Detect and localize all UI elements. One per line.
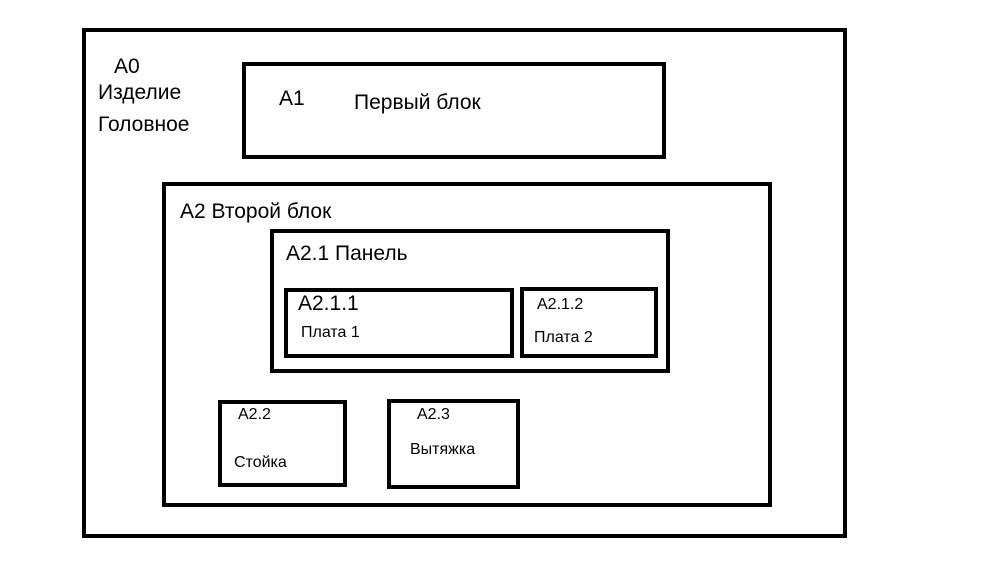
block-a2-1-1-code: А2.1.1 — [298, 292, 359, 315]
block-a0-name-line1: Изделие — [98, 81, 182, 104]
block-a2-1-2-board — [520, 287, 658, 358]
block-a2-3-name: Вытяжка — [410, 441, 476, 458]
block-a2-1-1-board — [284, 288, 514, 358]
block-a2-2-code: А2.2 — [238, 406, 271, 423]
block-a2-1-2-name: Плата 2 — [534, 329, 593, 346]
block-a0-code: A0 — [114, 55, 140, 78]
block-a2-1-2-code: А2.1.2 — [537, 296, 584, 313]
block-a2-3-code: А2.3 — [417, 406, 450, 423]
block-a1-name: Первый блок — [354, 91, 481, 114]
block-a2-3-hood — [387, 399, 520, 489]
block-a2-2-rack — [218, 400, 347, 487]
block-a2-1-title: А2.1 Панель — [286, 242, 408, 265]
block-a1-first — [242, 62, 666, 159]
block-a2-2-name: Стойка — [234, 454, 287, 471]
block-a2-title: А2 Второй блок — [180, 200, 332, 223]
block-a2-1-1-name: Плата 1 — [301, 324, 360, 341]
block-a0-name-line2: Головное — [98, 113, 190, 136]
block-a1-code: A1 — [279, 87, 305, 110]
